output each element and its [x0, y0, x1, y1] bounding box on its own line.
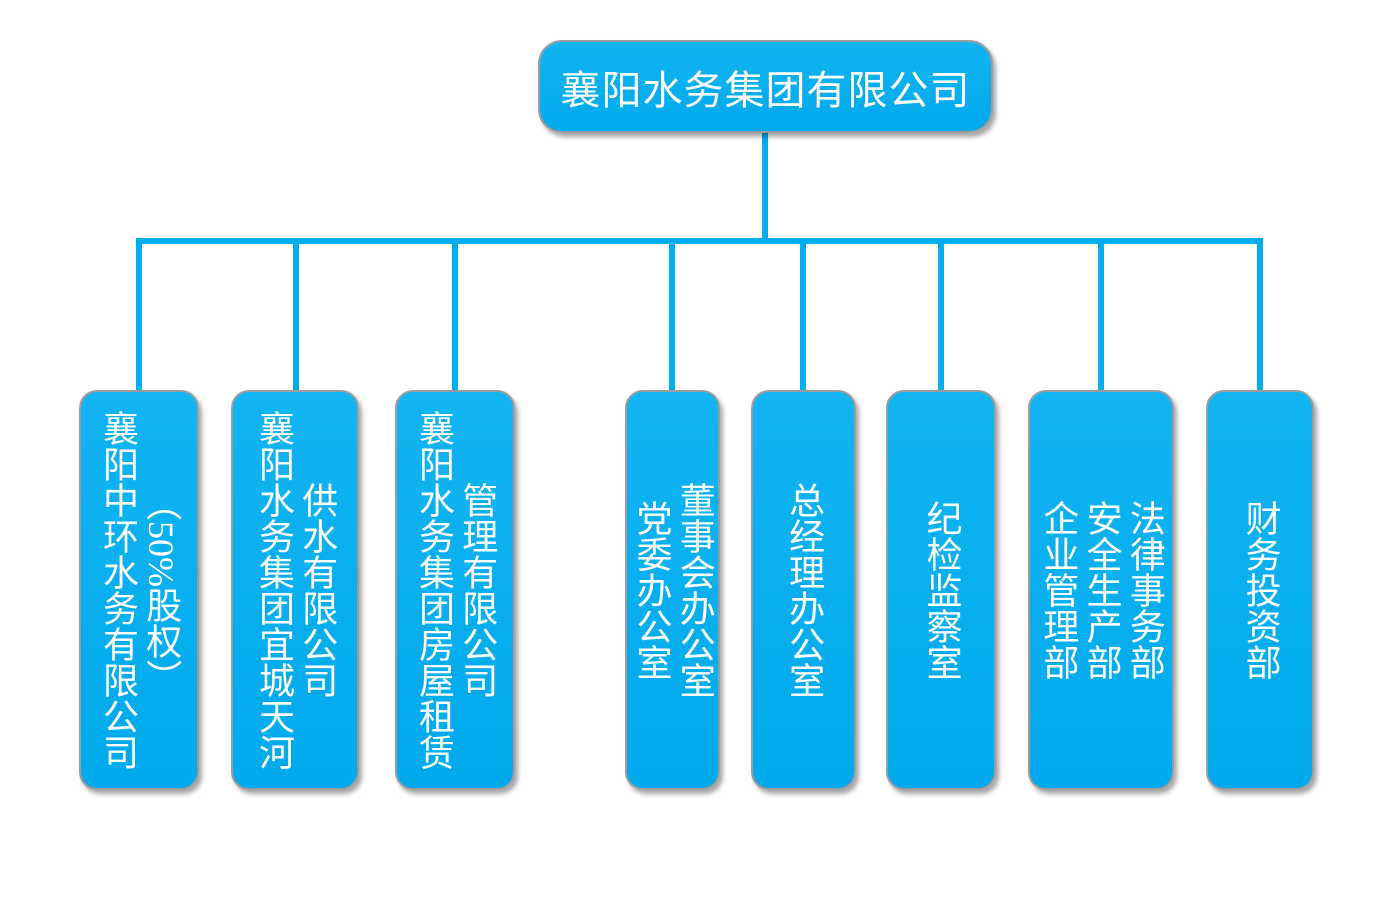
node-party-committee-board-office-label: 党委办公室 董事会办公室 — [631, 482, 715, 698]
node-housing-rental-management-label: 襄阳水务集团房屋租赁 管理有限公司 — [414, 410, 498, 770]
node-zhonghuan-water-company-label: 襄阳中环水务有限公司 （50%股权） — [98, 410, 182, 770]
node-finance-investment-dept: 财务投资部 — [1206, 390, 1314, 790]
connector-drop-2 — [293, 244, 299, 392]
node-discipline-inspection-office: 纪检监察室 — [886, 390, 996, 790]
connector-drop-8 — [1257, 244, 1263, 392]
node-general-manager-office: 总经理办公室 — [751, 390, 856, 790]
node-root-company: 襄阳水务集团有限公司 — [538, 40, 993, 133]
connector-drop-6 — [938, 244, 944, 392]
node-yicheng-tianhe-water-supply: 襄阳水务集团宜城天河 供水有限公司 — [231, 390, 359, 790]
connector-drop-7 — [1098, 244, 1104, 392]
node-finance-investment-dept-label: 财务投资部 — [1240, 500, 1281, 680]
node-root-company-label: 襄阳水务集团有限公司 — [560, 67, 971, 113]
connector-drop-3 — [452, 244, 458, 392]
node-party-committee-board-office: 党委办公室 董事会办公室 — [625, 390, 720, 790]
node-yicheng-tianhe-water-supply-label: 襄阳水务集团宜城天河 供水有限公司 — [254, 410, 338, 770]
connector-drop-1 — [136, 244, 142, 392]
node-housing-rental-management: 襄阳水务集团房屋租赁 管理有限公司 — [395, 390, 515, 790]
node-zhonghuan-water-company: 襄阳中环水务有限公司 （50%股权） — [79, 390, 199, 790]
connector-drop-5 — [800, 244, 806, 392]
node-enterprise-safety-legal-depts-label: 企业管理部 安全生产部 法律事务部 — [1038, 500, 1165, 680]
node-discipline-inspection-office-label: 纪检监察室 — [921, 500, 962, 680]
node-general-manager-office-label: 总经理办公室 — [784, 482, 825, 698]
node-enterprise-safety-legal-depts: 企业管理部 安全生产部 法律事务部 — [1028, 390, 1174, 790]
connector-horizontal-bar — [136, 238, 1263, 244]
connector-root-stem — [762, 133, 768, 241]
connector-drop-4 — [669, 244, 675, 392]
